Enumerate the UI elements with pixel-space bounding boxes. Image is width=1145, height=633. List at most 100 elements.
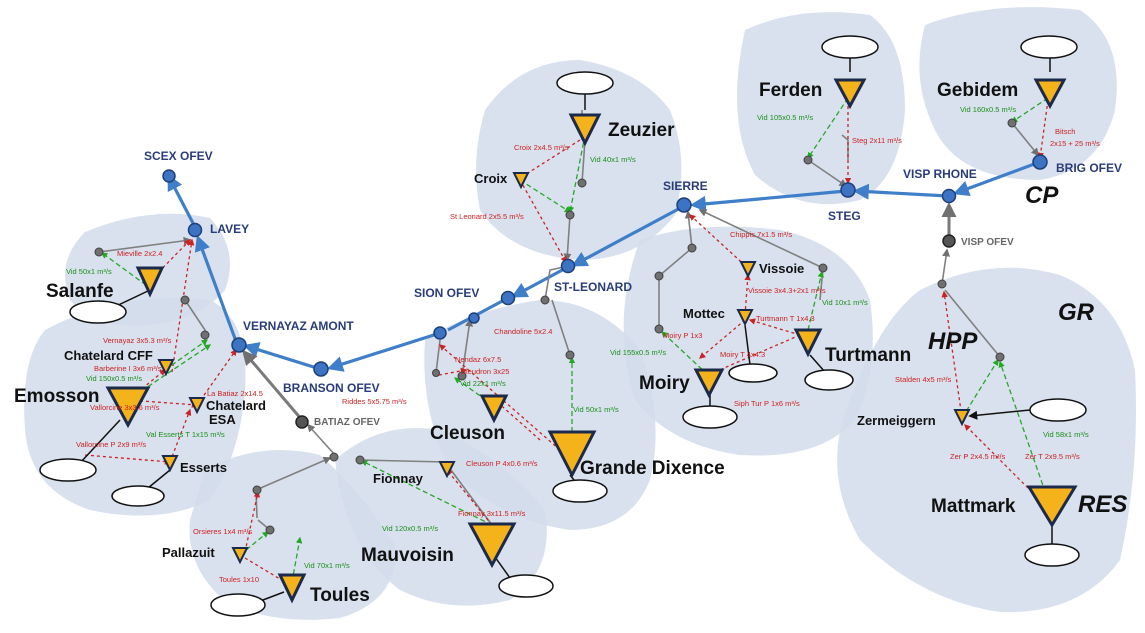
lake-mottec	[728, 363, 778, 383]
flow-riddes: Riddes 5x5.75 m³/s	[342, 397, 407, 406]
label-esserts: Esserts	[180, 460, 227, 475]
flow-vid-pallazuit: Vid 70x1 m³/s	[304, 561, 350, 570]
reservoir-triangles	[105, 78, 1078, 604]
flow-fionnay: Fionnay 3x11.5 m³/s	[458, 509, 526, 518]
reservoir-icon-emosson	[105, 386, 151, 429]
flow-steg: Steg 2x11 m³/s	[852, 136, 902, 145]
flow-stalden: Stalden 4x5 m³/s	[895, 375, 952, 384]
flow-chippis: Chippis 7x1.5 m³/s	[730, 230, 792, 239]
flow-mieville: Mieville 2x2.4	[117, 249, 162, 258]
flow-nendaz: Nendaz 6x7.5	[455, 355, 501, 364]
flow-siph-tur: Siph Tur P 1x6 m³/s	[734, 399, 800, 408]
lake-moiry	[682, 405, 738, 429]
subsystem-labels: CP GR HPP RES	[928, 182, 1127, 518]
flow-vid-zeuzier: Vid 40x1 m³/s	[590, 155, 636, 164]
label-pallazuit: Pallazuit	[162, 545, 215, 560]
flow-croix: Croix 2x4.5 m³/s	[514, 143, 569, 152]
flow-barberine: Barberine I 3x6 m³/s	[94, 364, 162, 373]
lake-toules	[210, 593, 266, 617]
reservoir-icon-moiry	[693, 368, 725, 399]
flow-moiry-p: Moiry P 1x3	[663, 331, 702, 340]
reservoir-icon-salanfe	[135, 266, 165, 298]
label-brig: BRIG OFEV	[1056, 161, 1122, 175]
reservoir-icon-mottec	[736, 309, 754, 327]
river-steg-sierre	[689, 189, 847, 212]
flow-vallorcine-p: Vallorcine P 2x9 m³/s	[76, 440, 146, 449]
flow-vid-cleuson: Vid 22x1 m³/s	[460, 379, 506, 388]
reservoir-icon-cleuson	[479, 394, 509, 424]
label-chatelard-cff: Chatelard CFF	[64, 348, 153, 363]
flow-vid-mattmark: Vid 58x1 m³/s	[1043, 430, 1089, 439]
label-turtmann: Turtmann	[825, 345, 911, 366]
flow-vissoie: Vissoie 3x4.3+2x1 m³/s	[748, 286, 826, 295]
flow-vid-moiry: Vid 155x0.5 m³/s	[610, 348, 666, 357]
river-sierre-stleonard	[571, 204, 685, 267]
reservoir-icon-turtmann	[793, 328, 823, 358]
lake-mattmark	[1024, 543, 1080, 567]
flow-vid-ferden: Vid 105x0.5 m³/s	[757, 113, 813, 122]
region-ferden	[737, 12, 905, 205]
lake-grande-dixence	[552, 479, 608, 503]
flow-bitsch-1: Bitsch	[1055, 127, 1075, 136]
node-visp-ofev	[942, 234, 956, 248]
label-visp-rhone: VISP RHONE	[903, 167, 977, 181]
label-toules: Toules	[310, 585, 370, 606]
node-lavey	[187, 222, 203, 238]
flow-la-batiaz: La Batiaz 2x14.5	[207, 389, 263, 398]
lake-zermeiggern	[1029, 398, 1087, 422]
rhone-river-network	[167, 161, 1038, 456]
spill-links	[100, 97, 1049, 583]
inflow-lakes	[39, 35, 1087, 617]
label-sion: SION OFEV	[414, 286, 479, 300]
label-visp-ofev: VISP OFEV	[961, 237, 1014, 248]
river-branson-vernayaz	[242, 342, 321, 371]
reservoir-icon-mattmark	[1026, 485, 1078, 528]
river-sion-branson	[326, 331, 441, 372]
region-mattmark	[837, 267, 1136, 613]
reservoir-icon-fionnay	[438, 461, 456, 479]
flow-val-esserts: Val Esserts T 1x15 m³/s	[146, 430, 225, 439]
label-lavey: LAVEY	[210, 222, 249, 236]
river-nodes	[162, 154, 1048, 429]
node-sion-2	[468, 312, 480, 324]
river-brig-visp	[952, 161, 1038, 197]
region-grande-dixence	[424, 300, 656, 530]
label-steg: STEG	[828, 209, 861, 223]
reservoir-icon-chatelard-esa	[188, 397, 206, 415]
river-batiaz-vernayaz	[242, 349, 304, 421]
node-sierre	[676, 197, 692, 213]
river-drance-batiaz	[306, 423, 336, 456]
flow-bieudron: Bieudron 3x25	[461, 367, 509, 376]
reservoir-icon-esserts	[161, 455, 179, 473]
node-stleonard	[560, 258, 576, 274]
node-brig	[1032, 154, 1048, 170]
label-hpp: HPP	[928, 328, 978, 355]
label-cp: CP	[1025, 182, 1059, 209]
label-vernayaz: VERNAYAZ AMONT	[243, 319, 354, 333]
label-cleuson: Cleuson	[430, 423, 505, 444]
river-visp-steg	[852, 183, 949, 200]
label-ferden: Ferden	[759, 80, 822, 101]
lake-mauvoisin	[498, 574, 554, 598]
lake-emosson	[39, 458, 97, 482]
reservoir-icon-gebidem	[1033, 78, 1067, 110]
label-grande-dixence: Grande Dixence	[580, 458, 725, 479]
lake-zeuzier	[556, 71, 614, 95]
label-sierre: SIERRE	[663, 179, 708, 193]
reservoir-icon-ferden	[833, 78, 867, 110]
river-scex-lavey	[167, 174, 197, 228]
label-moiry: Moiry	[639, 373, 690, 394]
node-sion-ofev	[500, 290, 516, 306]
label-chatelard-esa-1: Chatelard	[206, 398, 266, 413]
flow-st-leonard: St Leonard 2x5.5 m³/s	[450, 212, 524, 221]
node-sion-1	[433, 326, 447, 340]
river-vernayaz-lavey	[194, 234, 239, 345]
flow-vid-gebidem: Vid 160x0.5 m³/s	[960, 105, 1016, 114]
node-batiaz	[295, 415, 309, 429]
flow-bitsch-2: 2x15 + 25 m³/s	[1050, 139, 1100, 148]
flow-zer-t: Zer T 2x9.5 m³/s	[1025, 452, 1080, 461]
reservoir-icon-pallazuit	[231, 547, 249, 565]
reservoir-icon-zermeiggern	[953, 409, 971, 427]
flow-vid-emosson: Vid 150x0.5 m³/s	[86, 374, 142, 383]
